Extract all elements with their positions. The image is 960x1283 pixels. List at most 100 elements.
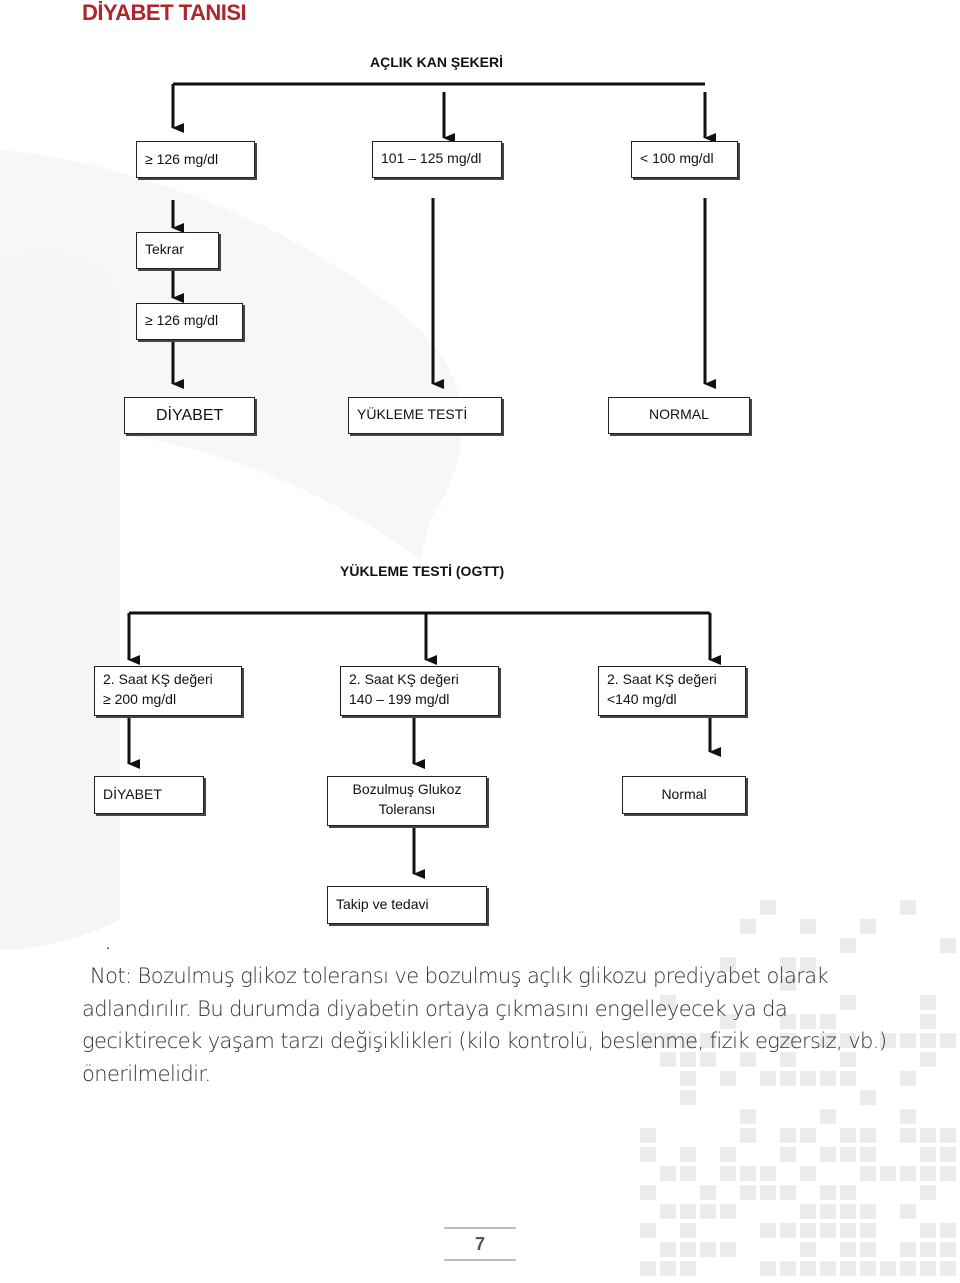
watermark-square	[920, 1261, 936, 1276]
watermark-square	[660, 1033, 676, 1048]
watermark-square	[660, 1052, 676, 1067]
watermark-square	[680, 1090, 696, 1105]
watermark-square	[680, 1242, 696, 1257]
watermark-square	[840, 1071, 856, 1086]
watermark-square	[800, 1014, 816, 1029]
watermark-square	[900, 1033, 916, 1048]
watermark-square	[700, 1242, 716, 1257]
ogtt-result-normal-label: Normal	[661, 786, 707, 802]
page-title: DİYABET TANISI	[82, 0, 247, 25]
watermark-square	[860, 1090, 876, 1105]
repeat-box: Tekrar	[136, 232, 219, 269]
watermark-square	[860, 1128, 876, 1143]
fasting-result-load-test: YÜKLEME TESTİ	[348, 397, 502, 434]
watermark-square	[720, 1071, 736, 1086]
watermark-square	[780, 1185, 796, 1200]
fasting-result-normal-label: NORMAL	[649, 406, 709, 422]
fasting-mid-label: 101 – 125 mg/dl	[381, 150, 482, 166]
watermark-square	[920, 1185, 936, 1200]
watermark-square	[800, 1242, 816, 1257]
watermark-square	[680, 1052, 696, 1067]
watermark-square	[700, 1033, 716, 1048]
watermark-square	[840, 1223, 856, 1238]
watermark-square	[640, 1223, 656, 1238]
watermark-square	[940, 1033, 956, 1048]
watermark-square	[940, 1147, 956, 1162]
ogtt-mid-box: 2. Saat KŞ değeri 140 – 199 mg/dl	[340, 666, 499, 716]
watermark-square	[720, 957, 736, 972]
watermark-square	[720, 1166, 736, 1181]
repeat-label: Tekrar	[145, 241, 184, 257]
watermark-square	[760, 1223, 776, 1238]
watermark-square	[660, 995, 676, 1010]
fasting-high-label: ≥ 126 mg/dl	[145, 151, 219, 167]
watermark-square	[940, 938, 956, 953]
watermark-square	[940, 1166, 956, 1181]
repeat-high-label: ≥ 126 mg/dl	[145, 312, 219, 328]
watermark-square	[860, 919, 876, 934]
watermark-square	[900, 1071, 916, 1086]
watermark-square	[680, 1033, 696, 1048]
watermark-square	[900, 1261, 916, 1276]
watermark-square	[780, 1261, 796, 1276]
watermark-square	[900, 1109, 916, 1124]
ogtt-result-diabetes: DİYABET	[94, 776, 204, 814]
watermark-square	[680, 1223, 696, 1238]
watermark-square	[840, 1147, 856, 1162]
watermark-square	[900, 1242, 916, 1257]
watermark-square	[840, 1052, 856, 1067]
watermark-square	[860, 1166, 876, 1181]
watermark-square	[920, 1128, 936, 1143]
watermark-square	[900, 1128, 916, 1143]
watermark-square	[780, 957, 796, 972]
watermark-square	[640, 1261, 656, 1276]
watermark-square	[800, 1204, 816, 1219]
watermark-square	[820, 1223, 836, 1238]
watermark-square	[680, 1147, 696, 1162]
watermark-square	[900, 1166, 916, 1181]
watermark-square	[900, 900, 916, 915]
watermark-square	[940, 1128, 956, 1143]
ogtt-result-diabetes-label: DİYABET	[103, 786, 162, 802]
watermark-square	[840, 1033, 856, 1048]
watermark-square	[820, 1185, 836, 1200]
ogtt-result-igt: Bozulmuş Glukoz Toleransı	[327, 776, 487, 826]
watermark-square	[940, 1242, 956, 1257]
watermark-square	[780, 1223, 796, 1238]
watermark-square	[820, 1071, 836, 1086]
ogtt-result-igt-line1: Bozulmuş Glukoz	[352, 781, 462, 797]
watermark-square	[780, 1128, 796, 1143]
watermark-square	[680, 1166, 696, 1181]
watermark-square	[840, 938, 856, 953]
watermark-square	[880, 1033, 896, 1048]
watermark-squares	[640, 900, 956, 1276]
repeat-high-box: ≥ 126 mg/dl	[136, 303, 243, 340]
note-paragraph: Not: Bozulmuş glikoz toleransı ve bozulm…	[82, 960, 902, 1090]
watermark-square	[680, 1204, 696, 1219]
watermark-square	[880, 1166, 896, 1181]
watermark-square	[800, 1223, 816, 1238]
watermark-square	[940, 1261, 956, 1276]
watermark-square	[780, 1033, 796, 1048]
watermark-square	[680, 1261, 696, 1276]
watermark-square	[720, 1014, 736, 1029]
ogtt-chart-title: YÜKLEME TESTİ (OGTT)	[340, 563, 505, 579]
watermark-square	[740, 1166, 756, 1181]
watermark-square	[800, 1261, 816, 1276]
watermark-square	[780, 1147, 796, 1162]
fasting-high-box: ≥ 126 mg/dl	[136, 141, 255, 178]
watermark-square	[920, 1147, 936, 1162]
watermark-square	[840, 1128, 856, 1143]
watermark-square	[780, 1071, 796, 1086]
watermark-square	[640, 1185, 656, 1200]
fasting-low-label: < 100 mg/dl	[640, 150, 714, 166]
note-bullet: .	[106, 936, 110, 952]
watermark-square	[920, 1033, 936, 1048]
watermark-square	[860, 1242, 876, 1257]
ogtt-right-line2: <140 mg/dl	[607, 691, 677, 707]
watermark-square	[820, 1109, 836, 1124]
watermark-square	[900, 1204, 916, 1219]
watermark-square	[860, 1261, 876, 1276]
